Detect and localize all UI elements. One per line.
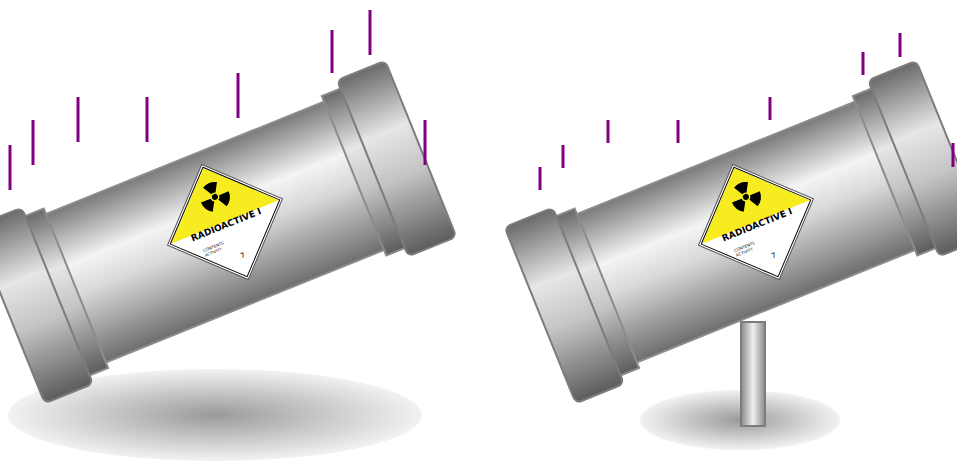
trefoil-symbol [726,177,764,214]
radiation-rays [10,10,953,190]
canister [0,61,456,403]
support-pole [741,322,765,426]
trefoil-symbol [195,177,233,214]
canister [505,61,957,403]
